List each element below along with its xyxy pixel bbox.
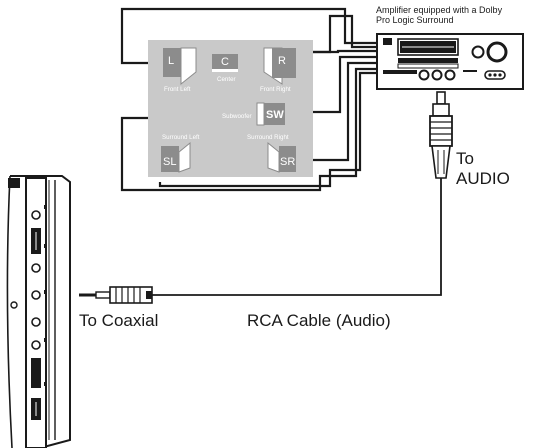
surround-left-letter: SL [163,156,176,168]
surround-left-speaker: Surround Left SL [161,134,200,173]
front-left-speaker: L Front Left [163,47,197,93]
front-left-letter: L [168,55,174,67]
subwoofer-speaker: SW Subwoofer [222,102,285,126]
rca-cable-label: RCA Cable (Audio) [247,311,391,330]
front-right-letter: R [278,55,286,67]
center-label: Center [217,76,236,83]
coaxial-plug [79,286,153,304]
front-right-label: Front Right [260,86,291,93]
surround-right-speaker: Surround Right SR [247,134,296,173]
subwoofer-letter: SW [266,109,284,121]
center-speaker: C Center [212,54,238,83]
surround-left-label: Surround Left [162,134,200,141]
front-right-speaker: R Front Right [260,47,296,93]
to-coaxial-label: To Coaxial [79,311,158,330]
front-left-label: Front Left [164,86,191,93]
subwoofer-label: Subwoofer [222,113,252,120]
center-letter: C [221,56,229,68]
surround-right-letter: SR [280,156,295,168]
portable-dvd-player [6,175,71,448]
rca-plug [429,91,453,179]
rca-cable [79,91,453,304]
surround-right-label: Surround Right [247,134,289,141]
